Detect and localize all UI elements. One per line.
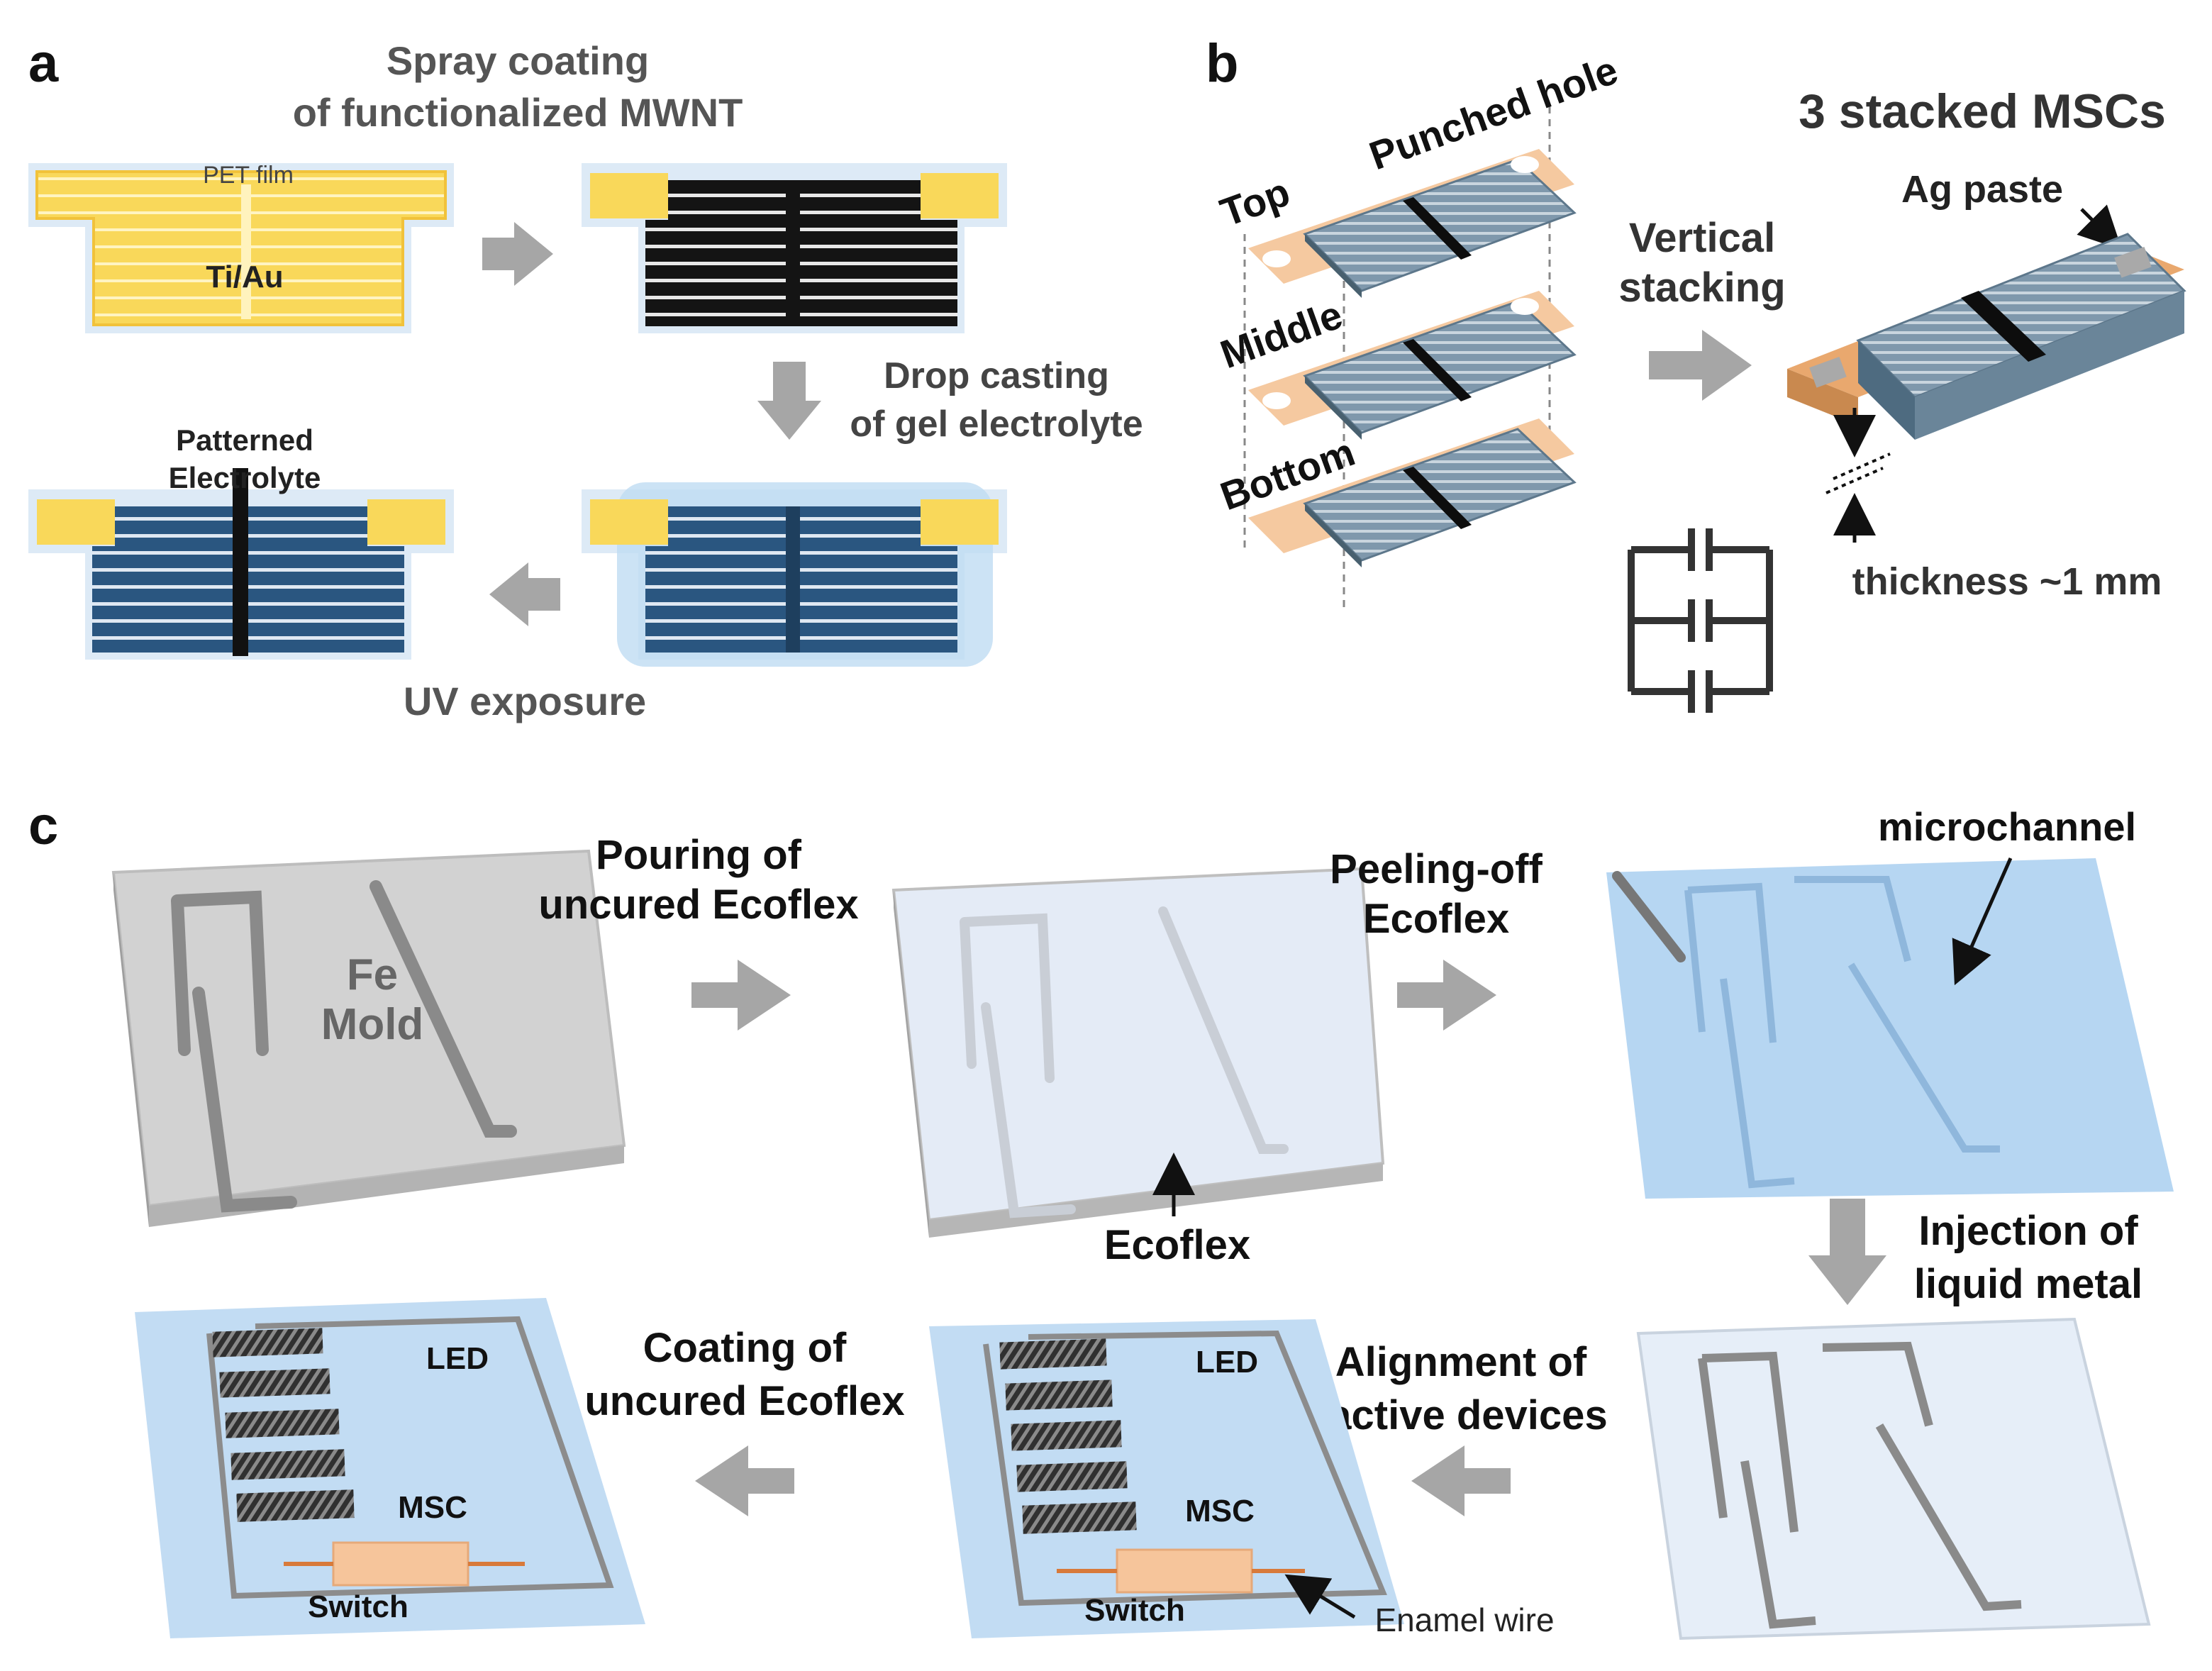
led-label: LED [426,1341,489,1376]
step-drop-line2: of gel electrolyte [850,404,1143,445]
align-line2: active devices [1328,1392,1607,1438]
led-label: LED [1196,1345,1258,1379]
step-drop-line1: Drop casting [884,355,1109,396]
panel-a-letter: a [28,33,59,94]
pour-line1: Pouring of [596,832,802,878]
stack-layer-bottom [1248,418,1577,567]
mold-label: Mold [321,1000,424,1049]
pour-line2: uncured Ecoflex [538,882,858,928]
ecoflex-label: Ecoflex [1104,1222,1250,1268]
vertical-stacking-line2: stacking [1618,265,1785,311]
enamel-wire-label: Enamel wire [1374,1601,1554,1638]
syringe-icon [1612,871,1686,962]
arrow-right-icon [482,222,553,286]
coat-line2: uncured Ecoflex [584,1378,904,1424]
arrow-right-icon [691,960,791,1031]
stack-layer-middle [1248,291,1577,440]
panel-c-letter: c [28,796,58,856]
inject-line1: Injection of [1918,1208,2138,1254]
stacked-msc-device [1787,233,2186,440]
arrow-down-icon [1808,1199,1886,1305]
coat-line1: Coating of [643,1325,847,1371]
stacked-mscs-title: 3 stacked MSCs [1799,84,2166,138]
ti-au-label: Ti/Au [206,260,283,294]
device-ti-au: PET film Ti/Au [28,162,454,333]
panel-a: a Spray coating of functionalized MWNT P… [28,33,1143,723]
fe-mold: Fe Mold [111,849,626,1227]
peel-line2: Ecoflex [1363,896,1509,942]
switch-label: Switch [308,1589,409,1624]
switch-label: Switch [1084,1593,1185,1628]
arrow-left-icon [695,1445,794,1516]
panel-c: c Fe Mold Pouring of uncured Ecoflex Eco… [28,796,2174,1641]
thickness-label: thickness ~1 mm [1852,560,2162,603]
ag-paste-label: Ag paste [1901,168,2063,211]
step-spray-line1: Spray coating [387,38,649,83]
layer-top-label: Top [1215,169,1296,235]
peel-line1: Peeling-off [1330,846,1543,892]
inject-line2: liquid metal [1914,1261,2142,1307]
align-line1: Alignment of [1335,1339,1587,1385]
panel-b-letter: b [1206,33,1238,94]
mold-with-ecoflex [891,867,1385,1238]
peeled-ecoflex [1606,858,2174,1199]
aligned-devices [929,1319,1404,1638]
encapsulated-device [135,1298,645,1638]
microchannel-label: microchannel [1878,804,2136,849]
arrow-right-icon [1397,960,1496,1031]
device-mwnt [582,163,1007,333]
capacitor-parallel-icon [1628,528,1773,713]
device-patterned: Patterned Electrolyte [28,423,454,660]
fe-label: Fe [347,950,398,999]
punched-hole-label: Punched hole [1364,48,1624,179]
vertical-stacking-line1: Vertical [1629,215,1775,261]
patterned-line2: Electrolyte [169,461,321,494]
arrow-down-icon [757,362,821,440]
stack-layer-top [1248,149,1577,298]
device-gel [582,482,1007,667]
arrow-right-icon [1649,330,1752,401]
step-uv: UV exposure [404,679,646,723]
msc-label: MSC [398,1490,467,1525]
arrow-left-icon [489,562,560,626]
msc-label: MSC [1185,1494,1255,1528]
patterned-line1: Patterned [176,423,313,457]
step-spray-line2: of functionalized MWNT [293,90,743,135]
liquid-metal-filled [1636,1317,2151,1641]
arrow-left-icon [1411,1445,1511,1516]
pet-film-label: PET film [203,162,294,189]
panel-b: b Punched hole Top Midd [1206,33,2186,713]
